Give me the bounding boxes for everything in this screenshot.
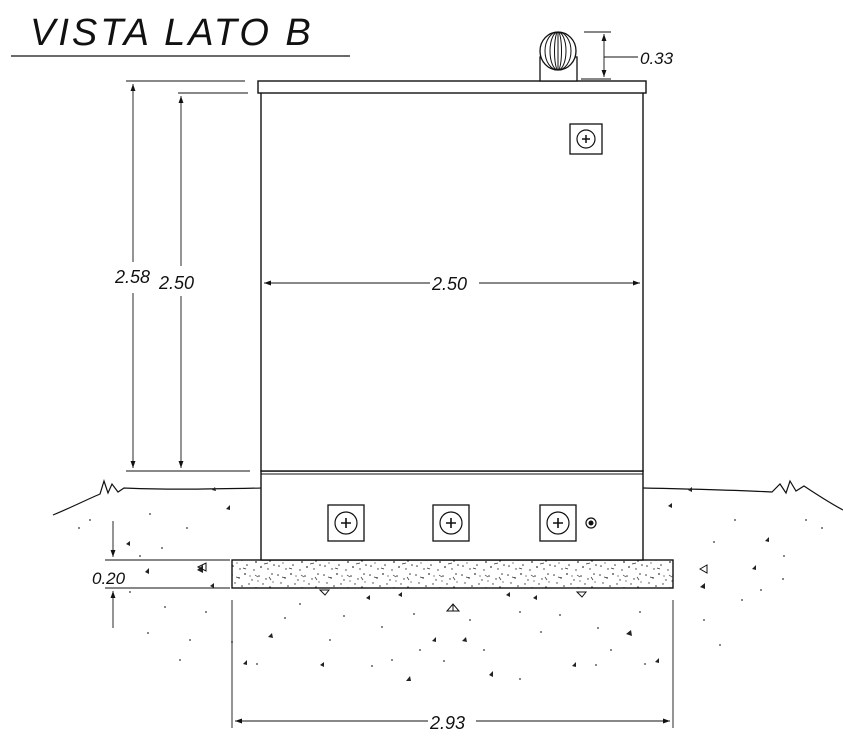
base-socket-2 xyxy=(432,504,470,542)
slab-thickness-label: 0.20 xyxy=(92,569,126,588)
base-socket-3 xyxy=(539,504,577,542)
dim-slab-thickness: 0.20 xyxy=(92,521,230,628)
view-title: VISTA LATO B xyxy=(30,12,314,54)
dim-vent-height: 0.33 xyxy=(581,31,674,80)
dim-body-height: 2.50 xyxy=(158,92,248,468)
body-panel xyxy=(260,91,644,472)
cabinet-body xyxy=(257,80,647,472)
dim-total-height: 2.58 xyxy=(114,80,250,472)
ground-terminal-icon xyxy=(585,517,597,529)
body-socket xyxy=(569,123,603,155)
dim-slab-width: 2.93 xyxy=(231,600,674,733)
base-socket-1 xyxy=(327,504,365,542)
soil-dots xyxy=(78,513,823,680)
ground-line-right xyxy=(642,479,843,511)
total-height-label: 2.58 xyxy=(114,267,150,287)
soil-outline-stones xyxy=(196,562,708,612)
vent-height-label: 0.33 xyxy=(640,49,674,68)
roof-cap xyxy=(257,80,647,94)
body-width-label: 2.50 xyxy=(431,274,467,294)
roof-vent-icon xyxy=(539,31,578,82)
body-height-label: 2.50 xyxy=(158,273,194,293)
dim-body-width: 2.50 xyxy=(264,274,640,294)
foundation-slab xyxy=(231,559,674,589)
ground xyxy=(52,479,843,681)
ground-line-left xyxy=(52,479,263,516)
drawing-title: VISTA LATO B xyxy=(11,12,350,57)
cabinet-base xyxy=(260,470,644,561)
soil-aggregate xyxy=(126,487,769,681)
slab-width-label: 2.93 xyxy=(429,713,465,733)
